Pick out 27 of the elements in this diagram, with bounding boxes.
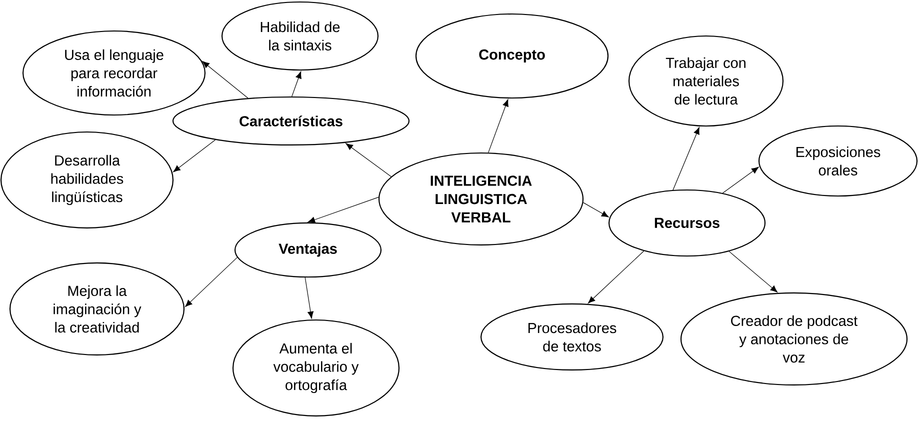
arrow (292, 71, 302, 97)
arrow (308, 196, 379, 223)
ellipse-node: Exposiciones orales (758, 125, 918, 197)
arrow (346, 143, 392, 177)
arrow (582, 202, 609, 218)
ellipse-node: Trabajar con materiales de lectura (628, 35, 784, 127)
arrow (672, 127, 700, 190)
ellipse-node: INTELIGENCIA LINGUISTICA VERBAL (378, 152, 584, 246)
ellipse-node: Procesadores de textos (480, 303, 664, 371)
arrow (728, 251, 778, 292)
arrow (722, 166, 759, 194)
ellipse-node: Concepto (415, 13, 609, 99)
ellipse-node: Ventajas (234, 222, 382, 278)
ellipse-node: Desarrolla habilidades lingüísticas (0, 131, 174, 229)
arrow (173, 140, 216, 172)
ellipse-node: Mejora la imaginación y la creatividad (9, 262, 185, 356)
ellipse-node: Usa el lenguaje para recordar información (22, 30, 206, 116)
arrow (202, 61, 248, 98)
arrow (185, 257, 238, 307)
arrow (588, 250, 644, 304)
ellipse-node: Habilidad de la sintaxis (221, 1, 379, 71)
ellipse-node: Recursos (608, 189, 766, 257)
arrow (304, 277, 314, 319)
ellipse-node: Características (172, 96, 410, 146)
ellipse-node: Aumenta el vocabulario y ortografía (232, 319, 400, 417)
ellipse-node: Creador de podcast y anotaciones de voz (680, 292, 908, 386)
arrow (488, 99, 508, 153)
